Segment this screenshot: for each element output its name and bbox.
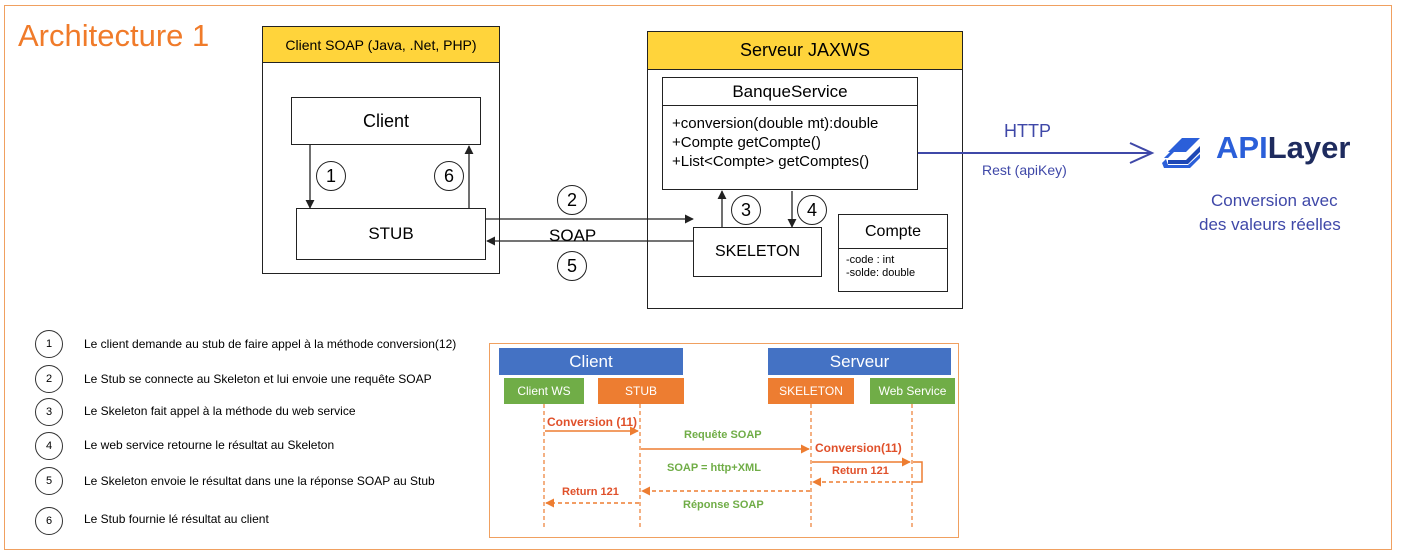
banque-service-class: BanqueService +conversion(double mt):dou…	[662, 77, 918, 190]
seq-server-header: Serveur	[829, 351, 890, 371]
seq-actor-web-service: Web Service	[878, 384, 947, 398]
seq-actor-client-ws: Client WS	[517, 384, 571, 398]
method-get-comptes: +List<Compte> getComptes()	[672, 153, 870, 170]
seq-msg-soap-xml: SOAP = http+XML	[667, 462, 761, 474]
legend-text-1: Le client demande au stub de faire appel…	[84, 337, 457, 351]
seq-client-header: Client	[569, 351, 613, 371]
legend-num-1: 1	[35, 330, 63, 358]
seq-msg-return-a: Return 121	[562, 486, 619, 498]
step-2-circle: 2	[557, 185, 587, 215]
seq-msg-return-b: Return 121	[832, 465, 889, 477]
step-1-circle: 1	[316, 161, 346, 191]
seq-msg-conversion-a: Conversion (11)	[547, 415, 638, 429]
legend-num-6: 6	[35, 507, 63, 535]
arrow-http-head	[1129, 142, 1155, 164]
step-6-circle: 6	[434, 161, 464, 191]
step-4-circle: 4	[797, 195, 827, 225]
legend-text-6: Le Stub fournie lé résultat au client	[84, 512, 269, 526]
method-conversion: +conversion(double mt):double	[672, 115, 879, 132]
legend-num-4: 4	[35, 432, 63, 460]
legend-num-5: 5	[35, 467, 63, 495]
apilayer-brand-b: Layer	[1267, 130, 1351, 165]
seq-actor-skeleton-bg	[768, 378, 854, 404]
step-3-circle: 3	[731, 195, 761, 225]
banque-service-name: BanqueService	[663, 78, 917, 106]
apilayer-brand-a: API	[1216, 130, 1268, 165]
apilayer-caption-1: Conversion avec	[1211, 191, 1338, 210]
seq-client-header-bg	[499, 348, 683, 375]
method-get-compte: +Compte getCompte()	[672, 134, 821, 151]
legend-num-2: 2	[35, 365, 63, 393]
client-soap-header: Client SOAP (Java, .Net, PHP)	[262, 26, 500, 63]
legend-text-5: Le Skeleton envoie le résultat dans une …	[84, 474, 435, 488]
seq-actor-stub-bg	[598, 378, 684, 404]
step-5-circle: 5	[557, 251, 587, 281]
seq-server-header-bg	[768, 348, 951, 375]
legend-num-3: 3	[35, 398, 63, 426]
apilayer-logo-icon	[1162, 138, 1200, 168]
seq-actor-client-ws-bg	[504, 378, 584, 404]
seq-actor-skeleton: SKELETON	[779, 384, 843, 398]
client-box: Client	[291, 97, 481, 145]
legend-text-4: Le web service retourne le résultat au S…	[84, 438, 335, 452]
http-label: HTTP	[1004, 121, 1051, 141]
legend-text-3: Le Skeleton fait appel à la méthode du w…	[84, 404, 356, 418]
apilayer-wordmark: APILayer	[1216, 130, 1350, 166]
skeleton-box: SKELETON	[693, 227, 822, 277]
compte-class: Compte -code : int -solde: double	[838, 214, 948, 292]
page-title: Architecture 1	[18, 18, 210, 53]
seq-actor-web-service-bg	[870, 378, 955, 404]
seq-actor-stub: STUB	[624, 384, 657, 398]
sequence-frame	[489, 343, 959, 538]
compte-field-solde: -solde: double	[846, 267, 916, 279]
diagram-frame	[4, 5, 1392, 550]
soap-label: SOAP	[549, 226, 597, 245]
apilayer-caption-2: des valeurs réelles	[1199, 215, 1341, 234]
seq-return-self	[912, 461, 923, 483]
server-header: Serveur JAXWS	[647, 31, 963, 70]
stub-box: STUB	[296, 208, 486, 260]
seq-msg-reponse: Réponse SOAP	[683, 499, 764, 511]
rest-label: Rest (apiKey)	[982, 162, 1067, 178]
compte-title: Compte	[839, 215, 947, 249]
legend-text-2: Le Stub se connecte au Skeleton et lui e…	[84, 372, 432, 386]
compte-field-code: -code : int	[846, 254, 895, 266]
seq-msg-requete: Requête SOAP	[684, 429, 762, 441]
seq-msg-conversion-b: Conversion(11)	[815, 441, 902, 455]
